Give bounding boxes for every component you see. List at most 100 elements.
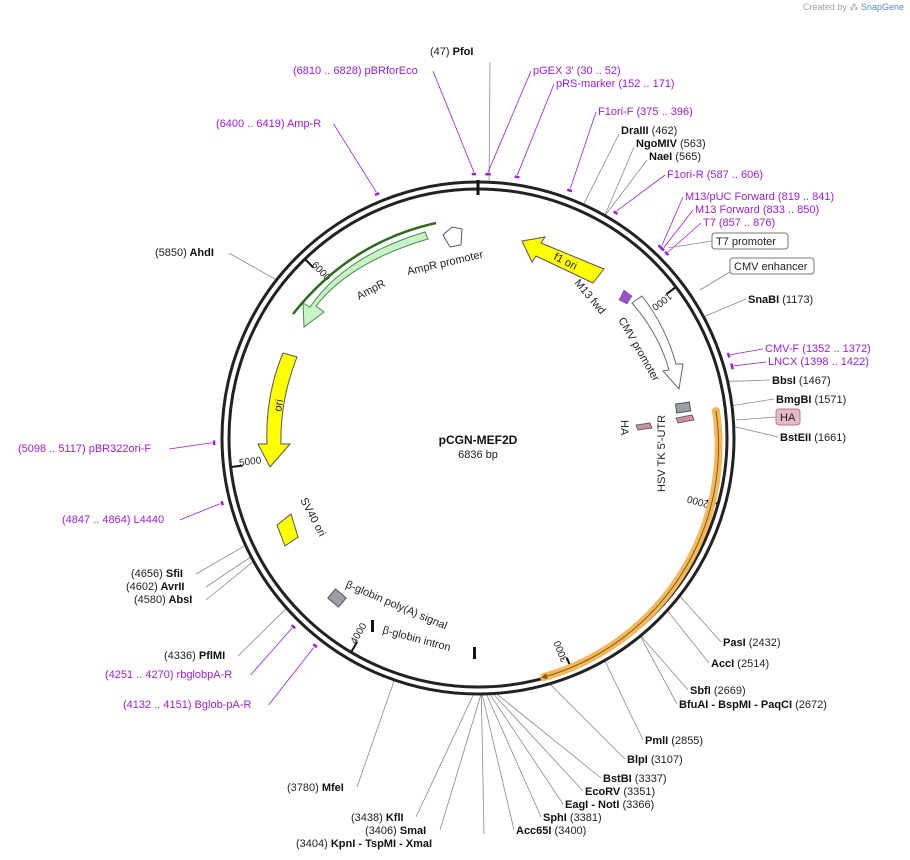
primer-f1ori-r[interactable]: F1ori-R (587 .. 606) xyxy=(667,169,763,181)
enzyme-absi[interactable]: (4580) AbsI xyxy=(134,594,192,606)
primer-mark[interactable] xyxy=(312,643,318,649)
enzyme-text: (2855) xyxy=(668,735,703,747)
enzyme-leader xyxy=(605,159,648,216)
enzyme-leader xyxy=(228,252,276,280)
primer-mark[interactable] xyxy=(514,175,520,179)
enzyme-leader xyxy=(489,694,564,805)
enzyme-text: BfuAI xyxy=(679,699,708,711)
enzyme-text: SfiI xyxy=(163,568,183,580)
ori-arrow[interactable] xyxy=(257,352,298,468)
enzyme-bmgbi[interactable]: BmgBI (1571) xyxy=(776,394,846,406)
enzyme-avrii[interactable]: (4602) AvrII xyxy=(126,581,185,593)
ha-box[interactable] xyxy=(775,408,801,426)
primer-m13puc[interactable]: M13/pUC Forward (819 .. 841) xyxy=(685,191,834,203)
primer-pbrforeco[interactable]: (6810 .. 6828) pBRforEco xyxy=(293,65,418,77)
primer-amp-r[interactable]: (6400 .. 6419) Amp-R xyxy=(216,118,321,130)
enzyme-text: MfeI xyxy=(319,782,344,794)
cmv-promoter-arrow[interactable] xyxy=(631,295,684,391)
enzyme-acc65i[interactable]: Acc65I (3400) xyxy=(516,825,586,837)
m13-fwd-marker[interactable] xyxy=(618,289,633,305)
plasmid-name: pCGN-MEF2D xyxy=(439,433,518,447)
primer-mark[interactable] xyxy=(726,352,731,358)
bglobin-intron-mark-1[interactable] xyxy=(371,620,374,632)
primer-mark[interactable] xyxy=(664,250,670,256)
enzyme-ahdi[interactable]: (5850) AhdI xyxy=(155,247,214,259)
ha-marker-left[interactable] xyxy=(635,422,653,431)
enzyme-bsteii[interactable]: BstEII (1661) xyxy=(780,432,846,444)
enzyme-eagi[interactable]: EagI - NotI (3366) xyxy=(565,799,654,811)
t7-promoter-box[interactable] xyxy=(711,232,789,250)
insert-arc[interactable] xyxy=(540,407,723,681)
enzyme-smai[interactable]: (3406) SmaI xyxy=(365,825,426,837)
enzyme-pmli[interactable]: PmlI (2855) xyxy=(645,735,703,747)
primer-leader xyxy=(169,442,213,450)
enzyme-leader xyxy=(486,694,542,818)
f1-ori-arrow[interactable] xyxy=(521,236,605,284)
primer-rbglobpa-r[interactable]: (4251 .. 4270) rbglobpA-R xyxy=(105,669,232,681)
primer-mark[interactable] xyxy=(612,210,619,215)
primer-m13fwd[interactable]: M13 Forward (833 .. 850) xyxy=(695,204,819,216)
enzyme-leader xyxy=(480,694,485,835)
hsv-tk-utr-box[interactable] xyxy=(674,401,692,414)
enzyme-text: (4336) xyxy=(164,650,196,662)
enzyme-kpni[interactable]: (3404) KpnI - TspMI - XmaI xyxy=(296,838,432,850)
ampr-promoter-arrow[interactable] xyxy=(442,226,463,248)
primer-pgex3[interactable]: pGEX 3' (30 .. 52) xyxy=(533,65,621,77)
primer-mark[interactable] xyxy=(220,500,224,506)
enzyme-ecorv[interactable]: EcoRV (3351) xyxy=(585,786,655,798)
enzyme-leader xyxy=(205,561,254,601)
primer-f1ori-f[interactable]: F1ori-F (375 .. 396) xyxy=(598,106,693,118)
primer-mark[interactable] xyxy=(730,363,735,370)
enzyme-leader xyxy=(415,694,474,818)
enzyme-bfuai[interactable]: BfuAI - BspMI - PaqCI (2672) xyxy=(679,699,827,711)
enzyme-mfei[interactable]: (3780) MfeI xyxy=(287,782,344,794)
primer-pbr322ori-f[interactable]: (5098 .. 5117) pBR322ori-F xyxy=(18,443,151,455)
primer-leader xyxy=(667,222,702,253)
enzyme-blpi[interactable]: BlpI (3107) xyxy=(627,754,683,766)
enzyme-pflmi[interactable]: (4336) PflMI xyxy=(164,650,225,662)
primer-bglob-pa-r[interactable]: (4132 .. 4151) Bglob-pA-R xyxy=(123,699,251,711)
enzyme-ngomiv[interactable]: NgoMIV (563) xyxy=(636,138,706,150)
tick-label: 6000 xyxy=(309,260,333,284)
enzyme-bstbi[interactable]: BstBI (3337) xyxy=(603,773,667,785)
enzyme-leader xyxy=(481,694,515,831)
insert-arc-inner xyxy=(541,410,720,680)
enzyme-pasi[interactable]: PasI (2432) xyxy=(723,637,781,649)
primer-leader xyxy=(516,83,555,176)
primer-t7[interactable]: T7 (857 .. 876) xyxy=(703,217,775,229)
enzyme-kfli[interactable]: (3438) KflI xyxy=(351,812,404,824)
enzyme-sphi[interactable]: SphI (3381) xyxy=(543,812,602,824)
enzyme-draiii[interactable]: DraIII (462) xyxy=(621,125,677,137)
enzyme-sbfi[interactable]: SbfI (2669) xyxy=(690,685,746,697)
primer-leader xyxy=(661,196,684,246)
ampr-arrow[interactable] xyxy=(302,231,429,328)
bglobin-intron-mark-2[interactable] xyxy=(473,647,476,659)
sv40-ori-box[interactable] xyxy=(276,513,299,547)
enzyme-acci[interactable]: AccI (2514) xyxy=(711,658,769,670)
primer-cmv-f[interactable]: CMV-F (1352 .. 1372) xyxy=(765,343,871,355)
enzyme-leader xyxy=(640,636,678,705)
enzyme-text: SmaI xyxy=(397,825,426,837)
primer-mark[interactable] xyxy=(566,188,573,193)
enzyme-text: (3438) xyxy=(351,812,383,824)
plasmid-length: 6836 bp xyxy=(458,449,498,461)
primer-lncx[interactable]: LNCX (1398 .. 1422) xyxy=(768,356,869,368)
primer-mark[interactable] xyxy=(660,246,665,252)
enzyme-pfoi[interactable]: (47) PfoI xyxy=(430,46,473,58)
primer-leader xyxy=(733,361,767,367)
enzyme-snabi[interactable]: SnaBI (1173) xyxy=(748,294,813,306)
primer-mark[interactable] xyxy=(290,624,296,630)
bglobin-polya-box[interactable] xyxy=(327,588,347,608)
enzyme-sfii[interactable]: (4656) SfiI xyxy=(131,568,183,580)
cmv-enhancer-box-label: CMV enhancer xyxy=(734,261,808,273)
enzyme-text: (563) xyxy=(677,138,706,150)
primer-l4440[interactable]: (4847 .. 4864) L4440 xyxy=(62,514,164,526)
enzyme-bbsi[interactable]: BbsI (1467) xyxy=(772,375,831,387)
primer-mark[interactable] xyxy=(374,191,380,197)
enzyme-naei[interactable]: NaeI (565) xyxy=(649,151,701,163)
primer-prs-marker[interactable]: pRS-marker (152 .. 171) xyxy=(556,78,675,90)
primer-leader xyxy=(250,627,293,676)
ha-marker-right[interactable] xyxy=(675,414,695,424)
ha-box-label: HA xyxy=(780,412,796,424)
cmv-enhancer-box[interactable] xyxy=(729,257,815,275)
